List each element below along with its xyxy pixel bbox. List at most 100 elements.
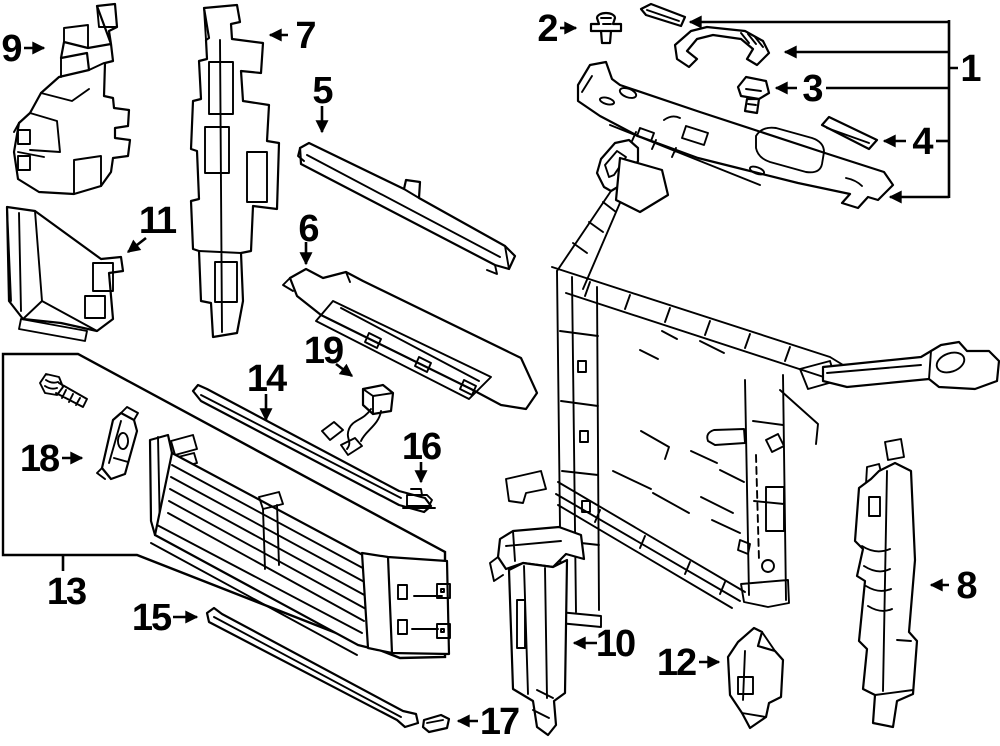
callout-17-number[interactable]: 17: [480, 701, 521, 743]
callout-16-number[interactable]: 16: [402, 426, 443, 468]
shutter-actuator: [258, 491, 284, 570]
callout-18-number[interactable]: 18: [20, 438, 61, 480]
part-14-strip-drawing: [191, 383, 433, 514]
part12-detail: [737, 631, 776, 718]
clip2-detail: [600, 17, 612, 25]
callout-12-number[interactable]: 12: [657, 642, 698, 684]
part11-outline: [5, 205, 125, 333]
part-8-deflector-drawing: [853, 438, 919, 729]
panel-strip-line: [646, 9, 680, 22]
frame-bottom-rail: [555, 481, 746, 609]
callout-2-number[interactable]: 2: [537, 8, 559, 50]
part7-outline: [189, 3, 281, 339]
frame-interior-detail: [612, 330, 837, 534]
part17-line: [426, 719, 444, 724]
callout-8[interactable]: 8: [929, 565, 978, 607]
callout-4[interactable]: 4: [882, 121, 949, 163]
callout-5-number[interactable]: 5: [312, 70, 335, 112]
callout-15-number[interactable]: 15: [132, 597, 174, 639]
part10-arm: [496, 525, 586, 571]
part-5-sill-drawing: [297, 141, 517, 275]
callout-19[interactable]: 19: [304, 330, 354, 378]
frame-top-rail: [551, 266, 849, 388]
callout-1-number[interactable]: 1: [960, 48, 983, 90]
callout-14[interactable]: 14: [247, 358, 289, 422]
part6-detail: [282, 271, 492, 400]
part7-detail: [198, 7, 268, 333]
callout-19-number[interactable]: 19: [304, 330, 345, 372]
callout-10[interactable]: 10: [572, 623, 637, 665]
panel-brace-outline: [673, 25, 771, 69]
callout-11-number[interactable]: 11: [139, 200, 179, 242]
frame-post-hole: [761, 559, 775, 573]
part18-detail: [96, 406, 139, 480]
frame-hook-slot: [604, 150, 627, 178]
callout-4-number[interactable]: 4: [912, 121, 935, 163]
callout-19-leader: [335, 362, 354, 378]
screw-detail: [39, 373, 88, 408]
part-10-deflector-drawing: [489, 525, 586, 737]
callout-11-leader: [126, 236, 147, 254]
shutter-end-plate: [360, 551, 451, 656]
part-11-deflector-drawing: [5, 205, 125, 342]
callout-8-number[interactable]: 8: [956, 565, 978, 607]
part8-detail: [861, 470, 914, 696]
part19-connector: [361, 383, 395, 416]
part-12-bracket-drawing: [726, 626, 785, 730]
part-13-group-box: [1, 352, 447, 660]
part12-outline: [726, 626, 785, 730]
callout-2[interactable]: 2: [537, 8, 578, 50]
callout-5[interactable]: 5: [312, 70, 335, 134]
callout-6[interactable]: 6: [298, 208, 320, 266]
part-6-cover-drawing: [282, 267, 539, 411]
frame-side-bracket: [505, 470, 547, 504]
part5-detail: [297, 147, 510, 275]
panel-brace-hatch: [740, 32, 764, 48]
part10-arm-detail: [489, 530, 562, 582]
part-19-harness-drawing: [321, 383, 395, 456]
part-16-clip-drawing: [402, 488, 436, 509]
callout-14-number[interactable]: 14: [247, 358, 289, 400]
part10-body-detail: [516, 565, 554, 719]
callout-17[interactable]: 17: [456, 701, 521, 743]
callout-15[interactable]: 15: [132, 597, 199, 639]
extension-arm-detail: [826, 350, 966, 380]
part16-outline: [402, 488, 436, 509]
part5-outline: [298, 141, 517, 271]
part15-line: [213, 616, 402, 718]
callout-7[interactable]: 7: [268, 15, 317, 57]
callout-1[interactable]: 1: [688, 15, 983, 204]
part-17-clip-drawing: [421, 713, 451, 734]
part9-detail: [13, 5, 118, 195]
callout-10-number[interactable]: 10: [596, 623, 637, 665]
callout-12[interactable]: 12: [657, 642, 721, 684]
part-15-strip-drawing: [205, 606, 420, 729]
clip3-detail: [745, 88, 762, 106]
clip2-outline: [589, 11, 623, 45]
callout-13-number[interactable]: 13: [47, 571, 88, 613]
part14-outline: [191, 383, 433, 514]
group-box-outline: [1, 352, 447, 660]
callout-13[interactable]: 13: [47, 555, 88, 613]
part14-line: [200, 394, 402, 499]
callout-16[interactable]: 16: [402, 426, 443, 484]
shutter-louver-body: [153, 451, 380, 652]
callout-3[interactable]: 3: [774, 68, 949, 110]
part19-wires: [321, 388, 394, 456]
screw-drawing: [39, 373, 88, 408]
frame-upper-tab: [614, 156, 670, 214]
callout-3-number[interactable]: 3: [802, 68, 824, 110]
frame-hook-tab: [595, 138, 640, 193]
callout-9-number[interactable]: 9: [1, 28, 23, 70]
shutter-slats: [150, 464, 373, 656]
callout-11[interactable]: 11: [126, 200, 179, 254]
callout-9[interactable]: 9: [1, 28, 46, 70]
part-1-upper-panel-drawing: [576, 2, 895, 210]
callout-18[interactable]: 18: [20, 438, 84, 480]
part-2-clip-drawing: [589, 11, 623, 45]
callout-6-number[interactable]: 6: [298, 208, 320, 250]
callout-7-number[interactable]: 7: [295, 15, 317, 57]
part-13-shutter-assembly-drawing: [148, 433, 451, 656]
